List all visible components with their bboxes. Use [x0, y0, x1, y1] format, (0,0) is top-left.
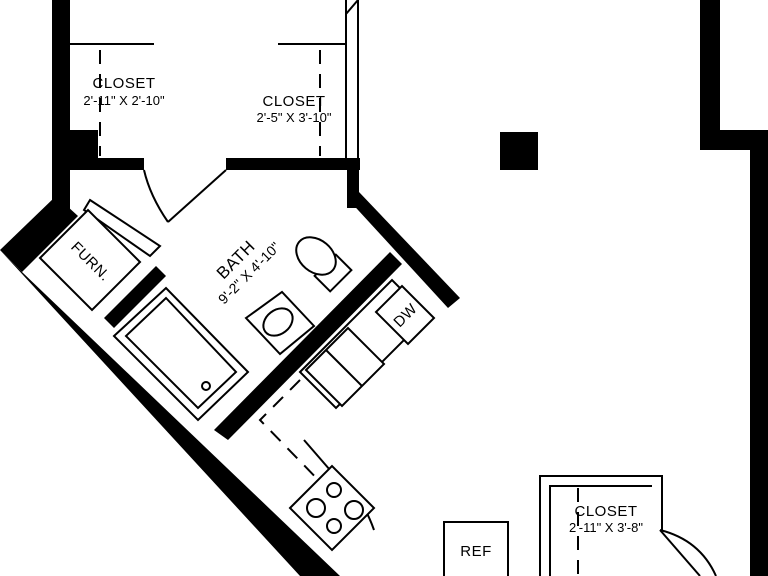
dishwasher — [374, 284, 436, 346]
burner-2 — [326, 482, 342, 498]
bath-door-leaf — [167, 169, 227, 223]
kitchen — [258, 278, 509, 576]
closet-1-name: CLOSET — [92, 75, 155, 92]
closet-2-dimensions: 2'-5" X 3'-10" — [257, 110, 332, 125]
closet-3-outline — [539, 475, 663, 576]
wall-closet-bottom-right — [226, 158, 360, 170]
counter-edge-dashed — [258, 379, 331, 493]
closet-partitions — [70, 0, 359, 158]
refrigerator-label: REF — [460, 543, 492, 560]
closet-3-dimensions: 2'-11" X 3'-8" — [569, 520, 643, 535]
furnace-door — [82, 198, 162, 258]
refrigerator — [443, 521, 509, 576]
burner-3 — [326, 518, 342, 534]
wall-bath-kitchen-divider — [214, 252, 402, 440]
range — [288, 464, 376, 552]
kitchen-sink — [304, 326, 386, 408]
bathtub-inner — [124, 296, 238, 410]
structural-column — [500, 132, 538, 170]
closet-3-door-leaf — [659, 529, 701, 576]
sink-divider — [325, 349, 363, 387]
closet-3-inner — [549, 485, 652, 576]
closet-1-dimensions: 2'-11" X 2'-10" — [83, 93, 165, 108]
wall-bath-diagonal-right — [347, 192, 460, 308]
furnace-closet — [38, 208, 142, 312]
wall-closet-post — [70, 130, 98, 160]
burner-4 — [344, 500, 364, 520]
wall-furnace-divider — [104, 266, 166, 328]
bath-fixtures — [112, 236, 353, 422]
closet-3-door-swing — [659, 529, 717, 576]
counter-lower-edge — [303, 439, 331, 471]
wall-top-right — [700, 0, 720, 140]
sink-basin — [262, 307, 294, 337]
bathtub — [112, 286, 250, 422]
closet-door-swing — [143, 169, 169, 223]
furnace-unit — [38, 208, 142, 312]
wall-left — [52, 0, 70, 210]
burner-1 — [306, 498, 326, 518]
toilet-bowl — [295, 236, 337, 276]
closet-2-name: CLOSET — [262, 93, 325, 110]
closet-3-name: CLOSET — [574, 503, 637, 520]
closet-3-walls — [539, 475, 663, 576]
closet-top-angle — [345, 0, 359, 15]
wall-right — [750, 140, 768, 576]
wall-diagonal-outer — [0, 196, 78, 272]
bathtub-drain — [201, 381, 211, 391]
wall-closet-bottom-left — [52, 158, 144, 170]
